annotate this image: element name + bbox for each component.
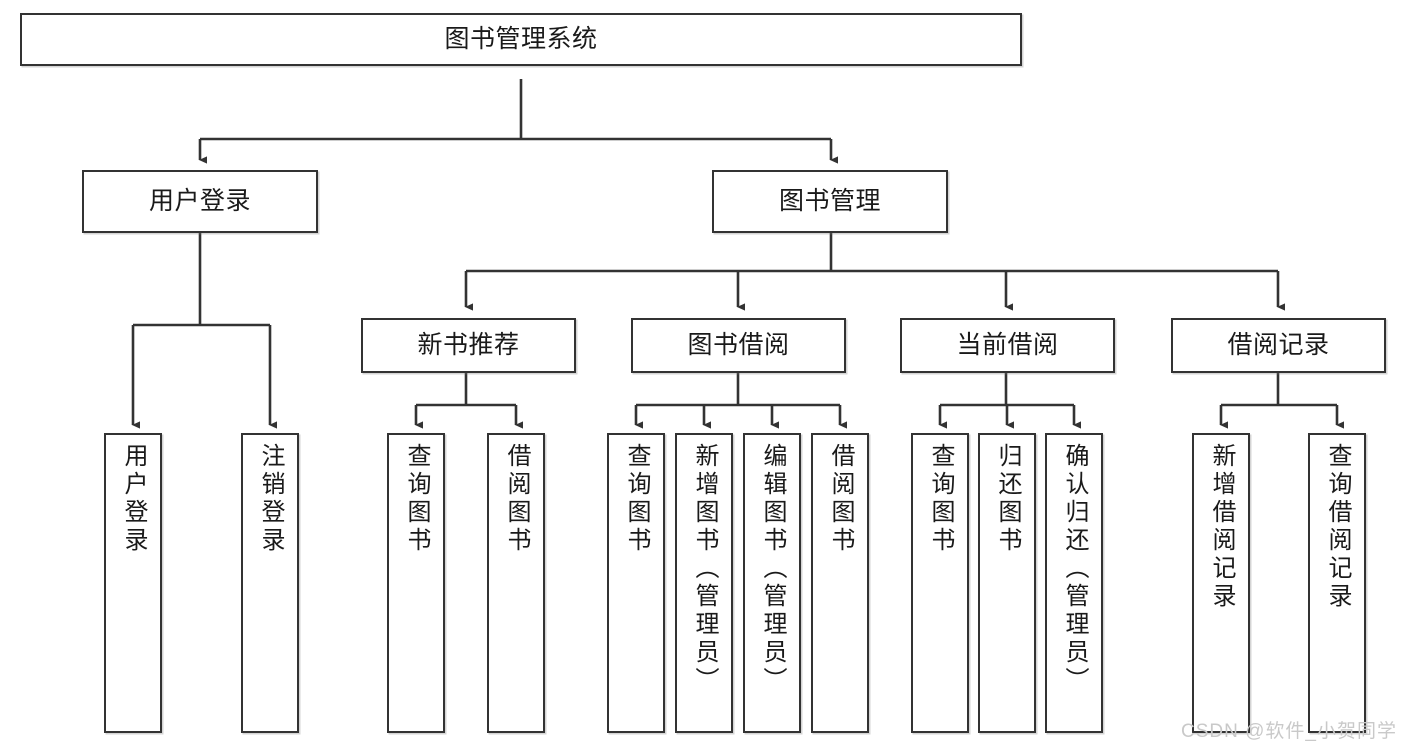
node-book-borrow-label: 图书借阅 <box>687 330 790 359</box>
leaf-query-book-3-label: 查询图书 <box>927 443 954 555</box>
node-root-label: 图书管理系统 <box>444 24 598 53</box>
node-user-login-label: 用户登录 <box>148 186 251 215</box>
leaf-add-book-label: 新增图书（管理员） <box>691 443 718 695</box>
leaf-query-book-2-label: 查询图书 <box>623 443 650 555</box>
leaf-query-book-3[interactable]: 查询图书 <box>911 433 969 733</box>
watermark: CSDN @软件_小贺同学 <box>1181 721 1397 742</box>
leaf-borrow-book-2-label: 借阅图书 <box>827 443 854 555</box>
leaf-query-record-label: 查询借阅记录 <box>1324 443 1351 611</box>
leaf-query-book-2[interactable]: 查询图书 <box>607 433 665 733</box>
leaf-query-book-1-label: 查询图书 <box>403 443 430 555</box>
leaf-borrow-book-2[interactable]: 借阅图书 <box>811 433 869 733</box>
node-book-management[interactable]: 图书管理 <box>712 170 948 233</box>
leaf-confirm-return-label: 确认归还（管理员） <box>1061 443 1088 695</box>
leaf-user-login-label: 用户登录 <box>120 443 147 555</box>
leaf-query-record[interactable]: 查询借阅记录 <box>1308 433 1366 733</box>
node-root[interactable]: 图书管理系统 <box>20 13 1022 66</box>
node-new-book-recommend[interactable]: 新书推荐 <box>361 318 576 373</box>
leaf-return-book[interactable]: 归还图书 <box>978 433 1036 733</box>
node-borrow-record[interactable]: 借阅记录 <box>1171 318 1386 373</box>
leaf-query-book-1[interactable]: 查询图书 <box>387 433 445 733</box>
leaf-borrow-book-1[interactable]: 借阅图书 <box>487 433 545 733</box>
leaf-add-record-label: 新增借阅记录 <box>1208 443 1235 611</box>
node-book-borrow[interactable]: 图书借阅 <box>631 318 846 373</box>
node-current-borrow-label: 当前借阅 <box>956 330 1059 359</box>
node-current-borrow[interactable]: 当前借阅 <box>900 318 1115 373</box>
leaf-edit-book-label: 编辑图书（管理员） <box>759 443 786 695</box>
leaf-logout[interactable]: 注销登录 <box>241 433 299 733</box>
node-borrow-record-label: 借阅记录 <box>1227 330 1330 359</box>
node-new-book-recommend-label: 新书推荐 <box>417 330 520 359</box>
leaf-edit-book[interactable]: 编辑图书（管理员） <box>743 433 801 733</box>
node-book-management-label: 图书管理 <box>778 186 881 215</box>
leaf-confirm-return[interactable]: 确认归还（管理员） <box>1045 433 1103 733</box>
leaf-borrow-book-1-label: 借阅图书 <box>503 443 530 555</box>
node-user-login[interactable]: 用户登录 <box>82 170 318 233</box>
leaf-return-book-label: 归还图书 <box>994 443 1021 555</box>
leaf-add-record[interactable]: 新增借阅记录 <box>1192 433 1250 733</box>
leaf-logout-label: 注销登录 <box>257 443 284 555</box>
leaf-add-book[interactable]: 新增图书（管理员） <box>675 433 733 733</box>
leaf-user-login[interactable]: 用户登录 <box>104 433 162 733</box>
